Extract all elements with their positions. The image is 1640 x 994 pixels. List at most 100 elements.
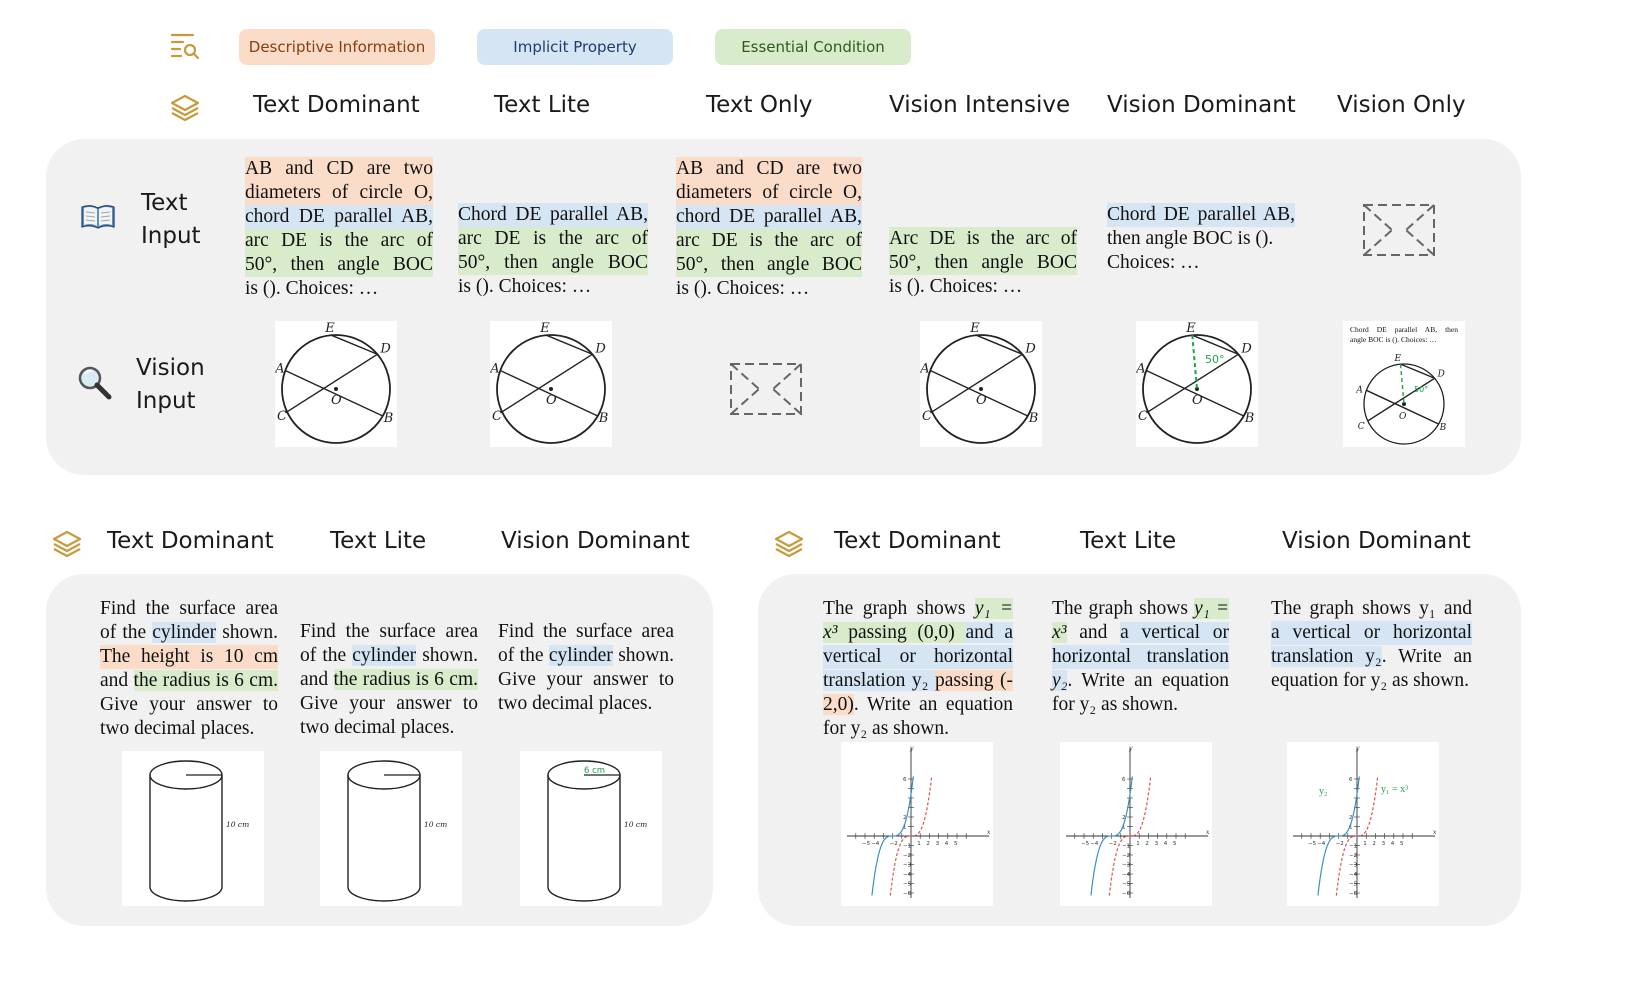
y-tick-label: −4 [1349,872,1358,878]
x-tick-label: 4 [1391,841,1395,847]
x-tick-label: 1 [917,841,921,847]
x-tick-label: −5 [1308,841,1317,847]
point-label-o: O [1192,393,1203,408]
y-axis-label: y [1355,745,1360,752]
x-tick-label: −4 [871,841,880,847]
vision-only-caption: Chord DE parallel AB, then angle BOC is … [1350,325,1458,344]
missing-image-placeholder-icon [729,362,803,420]
diameter-cd [1147,353,1239,413]
x-axis-label: x [1433,829,1437,836]
text-input-vision-dominant: Chord DE parallel AB, then angle BOC is … [1107,203,1295,273]
x-tick-label: −5 [862,841,871,847]
point-label-e: E [969,321,980,336]
row-label-vision-input: Vision Input [136,355,205,414]
x-tick-label: −2 [890,841,898,847]
y-tick-label: 6 [903,777,907,783]
col-header-vision-dominant: Vision Dominant [1107,92,1296,118]
bl-header-text-dominant: Text Dominant [107,528,274,554]
point-label-c: C [1138,409,1148,424]
curve-y2 [1090,776,1133,896]
point-label-a: A [920,362,930,377]
y-tick-label: −2 [903,853,911,859]
legend-essential-condition: Essential Condition [715,29,911,65]
y-tick-label: −6 [1122,891,1131,897]
y-tick-label: −1 [903,844,911,850]
x-tick-label: −2 [1109,841,1117,847]
layers-icon [773,529,805,563]
diameter-ab [1366,389,1439,425]
x-tick-label: 5 [954,841,958,847]
circle-outline [1363,363,1445,445]
x-tick-label: 1 [1363,841,1367,847]
col-header-text-lite: Text Lite [494,92,591,118]
diameter-cd [1367,377,1436,422]
col-header-vision-intensive: Vision Intensive [889,92,1071,118]
x-tick-label: 3 [1155,841,1159,847]
x-tick-label: −5 [1081,841,1090,847]
chord-de [976,334,1023,355]
y2-label: y₂ [1319,786,1328,797]
point-label-b: B [598,411,609,426]
layers-icon [51,529,83,563]
br-vision-dominant: The graph shows y₁ and a vertical or hor… [1271,598,1472,691]
center-point [979,387,983,391]
height-label: 10 cm [624,820,647,829]
y-tick-label: 2 [903,815,907,821]
filter-list-search-icon [169,31,201,65]
y-tick-label: −5 [1122,882,1131,888]
diameter-cd [286,353,378,413]
center-point [1402,402,1406,406]
curve-y1 [1108,776,1152,896]
y-tick-label: 1 [903,825,907,831]
bl-text-dominant: Find the surface area of the cylinder sh… [100,598,279,739]
text-input-text-dominant: AB and CD are two diameters of circle O,… [245,157,433,299]
y1-label: y₁ = x³ [1381,784,1408,795]
point-label-b: B [1439,423,1447,433]
point-label-e: E [1394,354,1402,364]
chord-de [1400,363,1435,379]
x-tick-label: 3 [1382,841,1386,847]
point-label-e: E [1185,321,1196,336]
point-label-c: C [277,409,287,424]
y-tick-label: −4 [1122,872,1131,878]
center-point [549,387,553,391]
point-label-b: B [1244,411,1255,426]
book-icon [80,203,116,235]
cylinder-figure-text-lite: 10 cm [320,751,462,906]
y-tick-label: −3 [1349,863,1358,869]
x-tick-label: 5 [1173,841,1177,847]
text-input-vision-intensive: Arc DE is the arc of 50°, then angle BOC… [889,227,1077,297]
point-label-a: A [275,362,285,377]
point-label-d: D [1024,341,1036,356]
point-label-b: B [383,411,394,426]
x-tick-label: 2 [926,841,930,847]
point-label-d: D [379,341,391,356]
height-label: 10 cm [226,820,249,829]
point-label-a: A [1355,385,1363,395]
y-tick-label: 2 [1122,815,1126,821]
diameter-ab [284,369,384,417]
layers-icon [169,93,201,127]
y-tick-label: −5 [903,882,912,888]
y-tick-label: −1 [1349,844,1357,850]
height-label: 10 cm [424,820,447,829]
y-tick-label: 6 [1122,777,1126,783]
circle-outline [1142,334,1252,444]
point-label-d: D [594,341,606,356]
x-tick-label: 4 [1164,841,1168,847]
y-tick-label: −2 [1349,853,1357,859]
point-label-c: C [922,409,932,424]
point-label-c: C [492,409,502,424]
bl-vision-dominant: Find the surface area of the cylinder sh… [498,621,674,714]
angle-label: 50° [1414,385,1428,394]
y-tick-label: −1 [1122,844,1130,850]
col-header-text-only: Text Only [706,92,813,118]
y-tick-label: −6 [1349,891,1358,897]
point-label-e: E [324,321,335,336]
bl-text-lite: Find the surface area of the cylinder sh… [300,621,479,738]
missing-text-placeholder-icon [1362,203,1436,261]
angle-label: 50° [1205,353,1225,366]
